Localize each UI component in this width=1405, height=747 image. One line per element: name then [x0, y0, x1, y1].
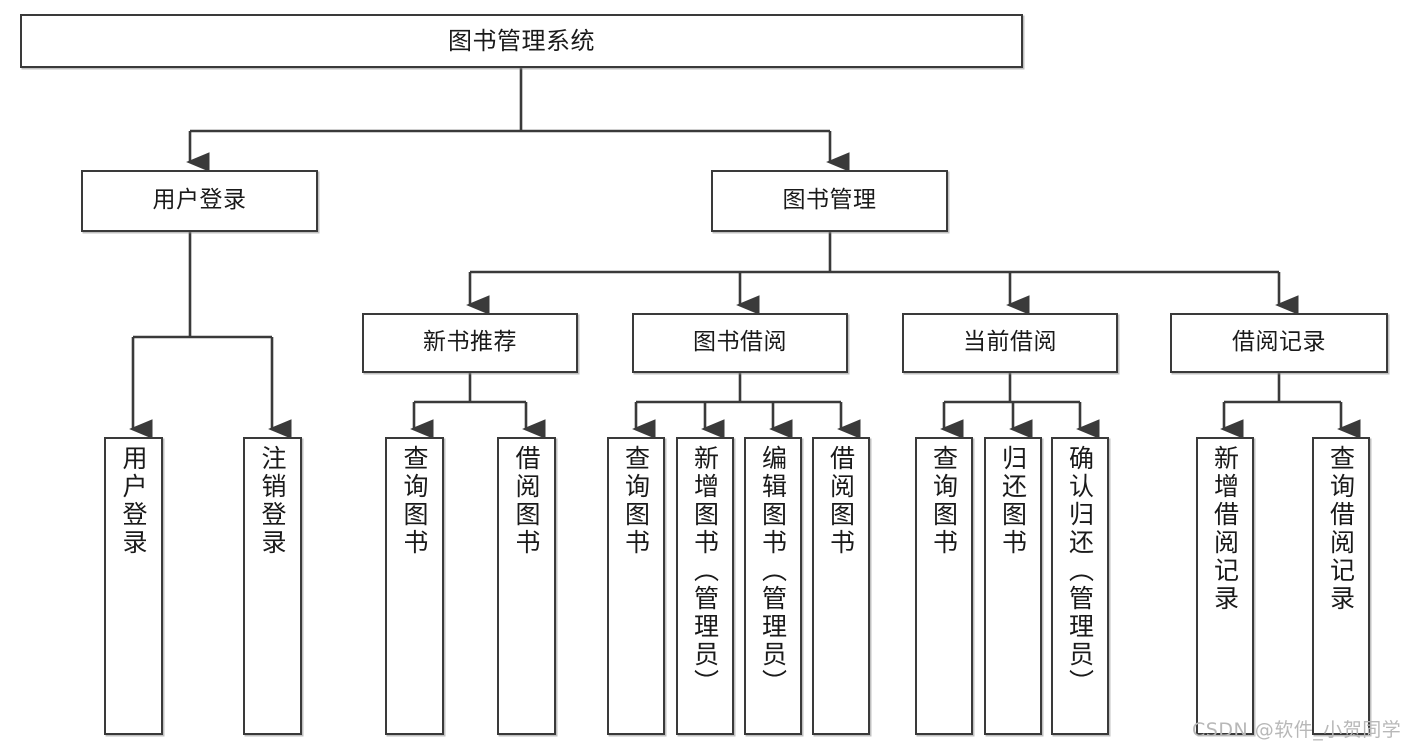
node-borrow-record[interactable]: 借阅记录 — [1170, 313, 1388, 373]
node-book-management-label: 图书管理 — [782, 187, 877, 214]
node-leaf-edit-book-label: 编辑图书（管理员） — [758, 445, 788, 697]
node-leaf-confirm-return-label: 确认归还（管理员） — [1065, 445, 1095, 697]
node-leaf-confirm-return[interactable]: 确认归还（管理员） — [1051, 437, 1109, 735]
node-leaf-query-record-label: 查询借阅记录 — [1326, 445, 1356, 613]
node-book-management[interactable]: 图书管理 — [711, 170, 948, 232]
node-leaf-return-book-label: 归还图书 — [998, 445, 1028, 557]
node-leaf-user-login[interactable]: 用户登录 — [104, 437, 163, 735]
node-user-login-label: 用户登录 — [152, 187, 247, 214]
node-leaf-query-book-2[interactable]: 查询图书 — [607, 437, 665, 735]
node-leaf-edit-book[interactable]: 编辑图书（管理员） — [744, 437, 802, 735]
csdn-watermark: CSDN @软件_小贺同学 — [1192, 719, 1402, 741]
node-leaf-logout-label: 注销登录 — [258, 445, 287, 557]
node-leaf-borrow-book-1-label: 借阅图书 — [512, 445, 541, 557]
node-current-borrow[interactable]: 当前借阅 — [902, 313, 1118, 373]
node-leaf-query-book-1-label: 查询图书 — [400, 445, 429, 557]
node-leaf-return-book[interactable]: 归还图书 — [984, 437, 1042, 735]
node-leaf-user-login-label: 用户登录 — [119, 445, 148, 557]
node-current-borrow-label: 当前借阅 — [963, 329, 1057, 356]
node-leaf-borrow-book-2[interactable]: 借阅图书 — [812, 437, 870, 735]
node-leaf-query-book-1[interactable]: 查询图书 — [385, 437, 444, 735]
node-leaf-query-book-3-label: 查询图书 — [929, 445, 959, 557]
node-leaf-query-book-2-label: 查询图书 — [621, 445, 651, 557]
node-book-borrow[interactable]: 图书借阅 — [632, 313, 848, 373]
node-root[interactable]: 图书管理系统 — [20, 14, 1023, 68]
node-book-borrow-label: 图书借阅 — [693, 329, 787, 356]
node-leaf-add-book[interactable]: 新增图书（管理员） — [676, 437, 734, 735]
node-root-label: 图书管理系统 — [448, 26, 595, 55]
node-new-book-recommend[interactable]: 新书推荐 — [362, 313, 578, 373]
node-user-login[interactable]: 用户登录 — [81, 170, 318, 232]
node-leaf-query-book-3[interactable]: 查询图书 — [915, 437, 973, 735]
node-leaf-logout[interactable]: 注销登录 — [243, 437, 302, 735]
node-leaf-add-book-label: 新增图书（管理员） — [690, 445, 720, 697]
node-leaf-query-record[interactable]: 查询借阅记录 — [1312, 437, 1370, 735]
node-leaf-add-record[interactable]: 新增借阅记录 — [1196, 437, 1254, 735]
node-leaf-borrow-book-2-label: 借阅图书 — [826, 445, 856, 557]
node-new-book-recommend-label: 新书推荐 — [423, 329, 517, 356]
node-leaf-add-record-label: 新增借阅记录 — [1210, 445, 1240, 613]
node-leaf-borrow-book-1[interactable]: 借阅图书 — [497, 437, 556, 735]
node-borrow-record-label: 借阅记录 — [1232, 329, 1326, 356]
